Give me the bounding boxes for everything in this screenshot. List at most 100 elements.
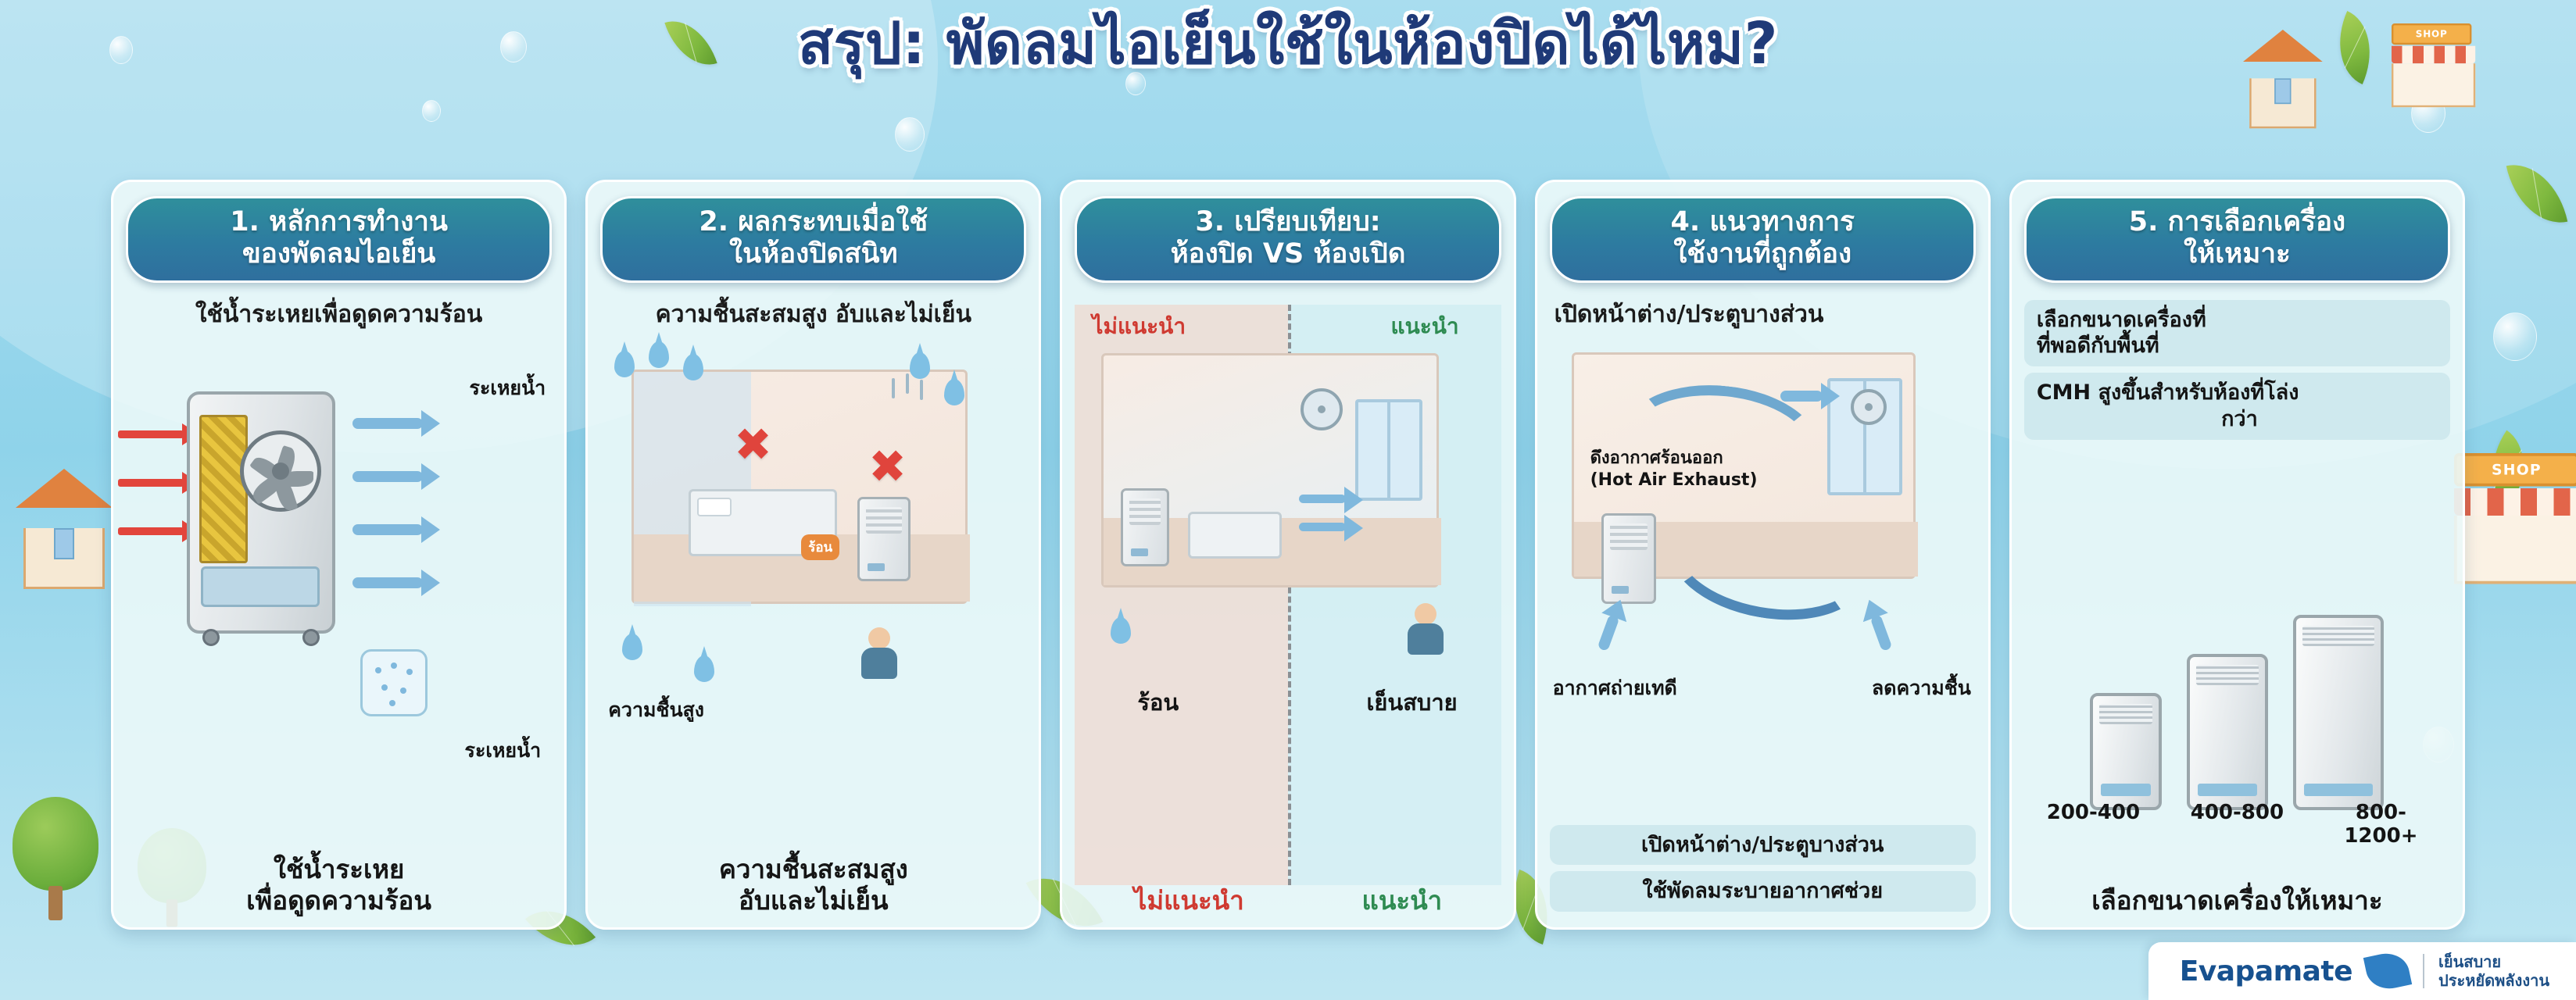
card-4-callout-line1: ดึงอากาศร้อนออก <box>1590 448 1723 469</box>
card-4-band-1: เปิดหน้าต่าง/ประตูบางส่วน <box>1549 824 1976 866</box>
card-5-band-2-line1: CMH สูงขึ้นสำหรับห้องที่โล่ง <box>2036 380 2299 405</box>
house-illustration <box>16 469 113 589</box>
house-door <box>54 528 74 559</box>
airflow-up-arrow-icon <box>1869 614 1893 652</box>
card-1-lead-text: ใช้น้ำระเหยเพื่อดูดความร้อน <box>195 300 483 328</box>
forbidden-x-icon: ✖ <box>868 440 907 494</box>
cooler-display <box>2101 783 2152 796</box>
pillow-icon <box>697 498 732 517</box>
card-4-band-2: ใช้พัดลมระบายอากาศช่วย <box>1549 871 1976 912</box>
cool-air-arrow-icon <box>352 410 440 438</box>
shop-body-right <box>2454 516 2576 584</box>
shop-sign-label-right: SHOP <box>2454 453 2576 487</box>
house-body <box>23 528 105 589</box>
card-4-callout: ดึงอากาศร้อนออก (Hot Air Exhaust) <box>1590 448 1758 491</box>
cards-row: 1. หลักการทำงาน ของพัดลมไอเย็น ใช้น้ำระเ… <box>111 180 2466 930</box>
mist-dot <box>381 684 388 691</box>
comparison-room-icon <box>1101 352 1442 588</box>
shop-awning-right <box>2454 488 2576 516</box>
person-comfortable-icon <box>1404 602 1447 655</box>
card-2-header-line2: ในห้องปิดสนิท <box>729 238 898 270</box>
card-3-illustration: ไม่แนะนำ แนะนำ ร้อน เย็นสบาย <box>1075 304 1501 885</box>
mist-dot <box>400 688 406 695</box>
cooler-display <box>2304 783 2374 796</box>
person-body <box>861 648 898 680</box>
card-1-working-principle: 1. หลักการทำงาน ของพัดลมไอเย็น ใช้น้ำระเ… <box>111 180 567 930</box>
card-1-label-evaporation-top: ระเหยน้ำ <box>469 377 546 400</box>
card-2-footer-line1: ความชื้นสะสมสูง <box>718 853 908 884</box>
card-4-callout-line2: (Hot Air Exhaust) <box>1590 470 1758 490</box>
brand-divider <box>2423 954 2425 988</box>
heat-arrow-icon <box>118 520 199 543</box>
caster-wheel-icon <box>302 629 320 647</box>
fan-hub <box>272 462 289 480</box>
card-3-header-line2: ห้องปิด VS ห้องเปิด <box>1170 238 1406 270</box>
card-5-header-line2: ให้เหมาะ <box>2184 238 2291 270</box>
card-1-header: 1. หลักการทำงาน ของพัดลมไอเย็น <box>126 196 553 283</box>
size-label-medium: 400-800 <box>2190 800 2284 824</box>
infographic-title-container: สรุป: พัดลมไอเย็นใช้ในห้องปิดได้ไหม? <box>0 13 2576 75</box>
cooler-medium-icon <box>2187 653 2269 810</box>
cooling-pad-icon <box>199 415 248 564</box>
shop-illustration-right: SHOP <box>2454 453 2576 584</box>
airflow-arrow-icon <box>1299 486 1364 513</box>
air-cooler-unit-icon <box>1601 513 1656 605</box>
cooler-display <box>2198 783 2258 796</box>
air-cooler-unit-icon <box>1121 488 1170 566</box>
steam-icon <box>892 378 896 399</box>
cooler-small-icon <box>2090 692 2163 810</box>
unit-grill <box>1609 523 1648 551</box>
heat-arrow-icon <box>118 472 199 495</box>
card-1-footer-line2: เพื่อดูดความร้อน <box>246 884 431 916</box>
card-2-footer-line2: อับและไม่เย็น <box>739 884 889 916</box>
mist-dot <box>406 669 413 676</box>
shop-sign-label: SHOP <box>2392 23 2472 45</box>
cool-air-arrow-icon <box>352 570 440 597</box>
card-2-illustration: ✖ ✖ ร้อน ความชื้นสูง <box>600 332 1026 853</box>
card-4-header: 4. แนวทางการ ใช้งานที่ถูกต้อง <box>1549 196 1976 283</box>
steam-icon <box>920 380 924 401</box>
card-5-header: 5. การเลือกเครื่อง ให้เหมาะ <box>2023 196 2451 283</box>
evaporative-cooler-icon <box>187 391 335 647</box>
house-door <box>2274 78 2292 105</box>
cooler-large-icon <box>2293 614 2385 810</box>
unit-control-panel <box>1131 548 1149 556</box>
bubble-icon <box>2493 312 2537 361</box>
card-5-header-line1: 5. การเลือกเครื่อง <box>2128 206 2346 238</box>
card-4-header-line2: ใช้งานที่ถูกต้อง <box>1673 238 1852 270</box>
humidity-drop-icon <box>1111 607 1132 644</box>
card-4-header-line1: 4. แนวทางการ <box>1670 206 1855 238</box>
unit-control-panel <box>1611 586 1629 595</box>
card-2-closed-room-impact: 2. ผลกระทบเมื่อใช้ ในห้องปิดสนิท ความชื้… <box>585 180 1042 930</box>
card-2-label-humidity: ความชื้นสูง <box>608 698 705 722</box>
humidity-drop-icon <box>683 345 704 381</box>
card-4-label-humidity-reduce: ลดความชื้น <box>1871 677 1971 700</box>
card-5-band-1-line1: เลือกขนาดเครื่องที่ <box>2036 307 2206 332</box>
person-head <box>1414 602 1436 625</box>
card-5-band-2-line2: กว่า <box>2221 406 2258 431</box>
card-4-illustration: ดึงอากาศร้อนออก (Hot Air Exhaust) อากาศถ… <box>1550 337 1976 818</box>
hot-badge: ร้อน <box>801 534 840 561</box>
unit-grill <box>866 507 903 534</box>
humidity-drop-icon <box>694 646 715 683</box>
fan-icon <box>240 430 321 513</box>
cooler-grill <box>2196 664 2259 685</box>
card-5-choosing-size: 5. การเลือกเครื่อง ให้เหมาะ เลือกขนาดเคร… <box>2009 180 2466 930</box>
person-uncomfortable-icon <box>858 627 900 680</box>
air-cooler-unit-icon <box>857 497 911 582</box>
card-4-lead-text: เปิดหน้าต่าง/ประตูบางส่วน <box>1554 300 1824 328</box>
vent-icon <box>1301 388 1343 430</box>
bubble-icon <box>500 31 527 62</box>
card-3-header-line1: 3. เปรียบเทียบ: <box>1195 206 1381 238</box>
tree-trunk <box>48 886 63 920</box>
card-3-footer: ไม่แนะนำ แนะนำ <box>1075 885 1501 916</box>
cool-air-arrow-icon <box>352 463 440 491</box>
unit-control-panel <box>868 563 886 572</box>
card-3-label-recommended-top: แนะนำ <box>1390 312 1459 339</box>
card-5-illustration: 200-400 400-800 800-1200+ <box>2024 448 2450 885</box>
humidity-drop-icon <box>622 624 643 661</box>
comparison-divider <box>1288 304 1291 885</box>
card-2-header: 2. ผลกระทบเมื่อใช้ ในห้องปิดสนิท <box>600 196 1027 283</box>
humidity-drop-icon <box>944 370 965 406</box>
mist-dot <box>375 667 381 674</box>
